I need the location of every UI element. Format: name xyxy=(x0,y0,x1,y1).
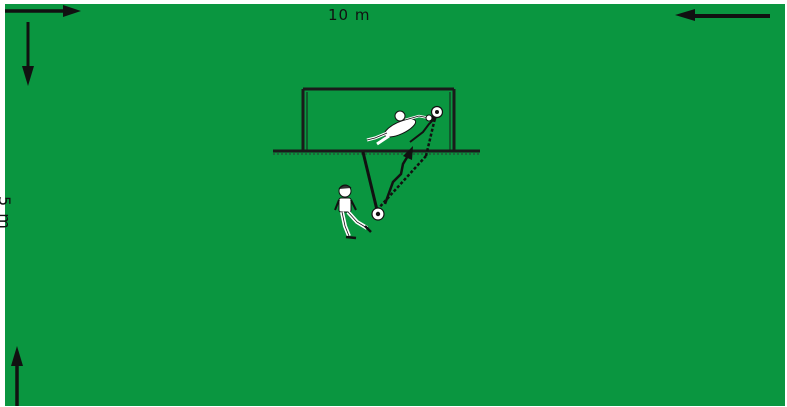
soccer-ball-in-goal xyxy=(432,107,443,118)
pitch-surface xyxy=(5,4,785,406)
soccer-ball xyxy=(372,208,384,220)
width-label: 10 m xyxy=(328,6,370,24)
height-label: 5 m xyxy=(0,196,14,230)
pitch xyxy=(5,4,785,406)
